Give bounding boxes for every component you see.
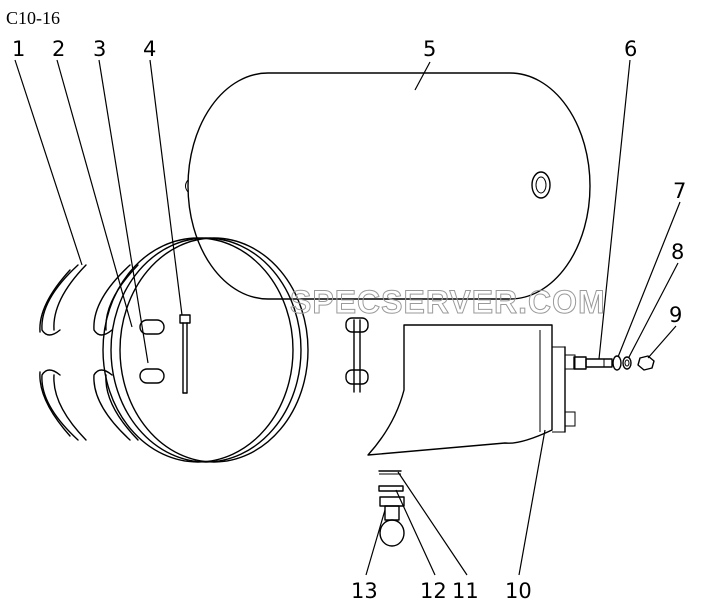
support-bracket <box>367 324 576 456</box>
tank-port <box>531 171 551 199</box>
callout-9: 9 <box>669 303 682 327</box>
callout-11: 11 <box>452 579 479 603</box>
diagram-code: C10-16 <box>6 8 60 28</box>
callout-10: 10 <box>505 579 532 603</box>
callout-6: 6 <box>624 37 637 61</box>
callout-numbers: 1 2 3 4 5 6 7 8 9 10 11 12 13 <box>12 37 686 603</box>
callout-12: 12 <box>420 579 447 603</box>
spring-washer <box>622 356 632 370</box>
callout-2: 2 <box>52 37 65 61</box>
air-tank <box>185 72 591 300</box>
flat-washer <box>612 355 622 371</box>
callout-13: 13 <box>351 579 378 603</box>
bracket-studs <box>345 317 369 393</box>
hose-clamp <box>379 496 405 547</box>
leader-lines <box>14 59 681 576</box>
callout-3: 3 <box>93 37 106 61</box>
shim <box>378 470 402 475</box>
nut <box>637 355 655 371</box>
long-bolt <box>179 314 191 394</box>
mounting-straps <box>39 237 309 463</box>
callout-8: 8 <box>671 240 684 264</box>
callout-1: 1 <box>12 37 25 61</box>
callout-5: 5 <box>423 37 436 61</box>
watermark: SPECSERVER.COM <box>290 284 606 320</box>
callout-4: 4 <box>143 37 156 61</box>
washer <box>378 485 404 492</box>
bolt <box>573 356 613 370</box>
strap-pins <box>139 319 165 384</box>
callout-7: 7 <box>673 179 686 203</box>
